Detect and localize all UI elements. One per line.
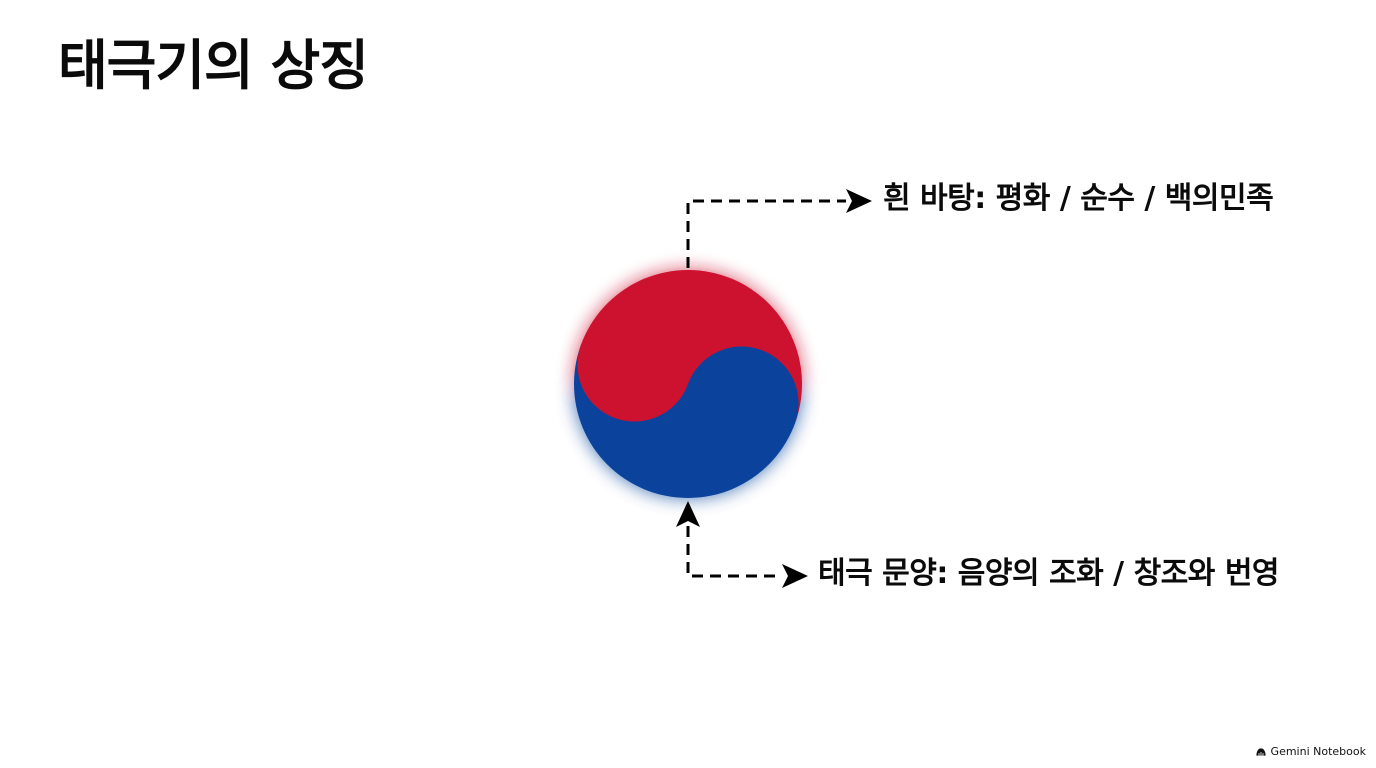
connector-top-line bbox=[686, 199, 846, 268]
background-meaning-label: 흰 바탕: 평화 / 순수 / 백의민족 bbox=[883, 181, 1274, 216]
taegeuk-emblem bbox=[574, 270, 802, 498]
connector-bottom-line bbox=[686, 526, 782, 578]
page-title: 태극기의 상징 bbox=[58, 34, 369, 97]
arrow-right-icon bbox=[846, 189, 872, 213]
taegeuk-meaning-label: 태극 문양: 음양의 조화 / 창조와 번영 bbox=[818, 556, 1280, 591]
brand-text: Gemini Notebook bbox=[1270, 745, 1366, 758]
arrow-up-icon bbox=[676, 501, 700, 527]
taegeuk-blue-lobe bbox=[684, 346, 799, 461]
brand-watermark: Gemini Notebook bbox=[1255, 745, 1366, 758]
taegeuk-red-lobe bbox=[577, 307, 692, 422]
arrow-right-icon bbox=[782, 564, 808, 588]
gemini-notebook-icon bbox=[1255, 747, 1266, 756]
